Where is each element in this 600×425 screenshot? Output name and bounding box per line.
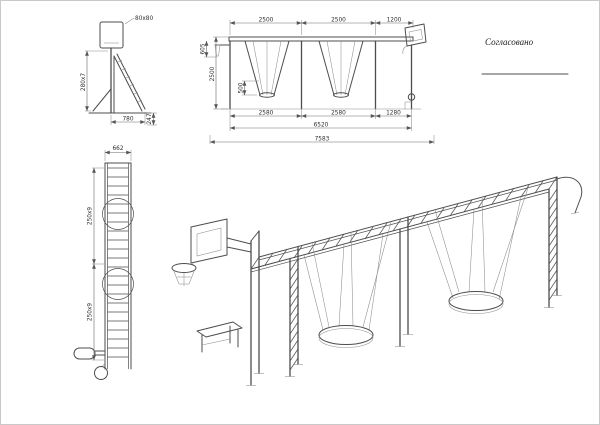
dim-total-length-label: 7583 xyxy=(315,137,330,143)
dim-side-foot-label: 247 xyxy=(147,113,153,124)
iso-hanging-basket-1 xyxy=(303,221,392,348)
dim-side-base-label: 780 xyxy=(122,117,133,123)
dim-top-1-label: 2500 xyxy=(259,18,274,24)
iso-ladder-right xyxy=(548,176,583,308)
iso-bench xyxy=(196,321,243,353)
ladder-basket-rings xyxy=(102,198,134,300)
ladder-front-view: 662 250x9 250x9 xyxy=(73,146,134,380)
side-view: 80x80 280x7 780 247 xyxy=(81,16,157,126)
front-dimensions-top: 2500 2500 1200 xyxy=(229,18,414,35)
dim-top-2-label: 2500 xyxy=(331,18,346,24)
front-hoop-left xyxy=(214,44,230,57)
iso-ground-feet xyxy=(246,295,562,386)
iso-backboard-assembly xyxy=(171,218,260,386)
front-dimensions-bottom: 2580 2580 1280 6520 7583 xyxy=(209,110,435,144)
front-backboard-right xyxy=(402,23,427,109)
dim-side-backboard-label: 80x80 xyxy=(135,16,153,22)
ladder-rails xyxy=(104,162,132,370)
dim-front-height-label: 2500 xyxy=(210,66,216,81)
approval-label: Согласовано xyxy=(485,37,534,47)
front-basket-2 xyxy=(318,40,364,98)
front-posts xyxy=(221,40,421,110)
dim-bottom-2-label: 2580 xyxy=(331,111,346,117)
front-elevation: 2500 2500 1200 2500 605 500 2580 xyxy=(200,18,435,144)
dim-rungs-lower-label: 250x9 xyxy=(88,303,94,321)
dim-side-height-label: 280x7 xyxy=(81,73,87,91)
front-basket-1 xyxy=(244,40,290,98)
ladder-base-assembly xyxy=(73,347,108,380)
dim-top-3-label: 1200 xyxy=(387,18,402,24)
ladder-dimensions: 662 250x9 250x9 xyxy=(88,146,132,361)
dim-rungs-upper-label: 250x9 xyxy=(88,207,94,225)
side-dimensions: 80x80 280x7 780 247 xyxy=(81,16,157,126)
front-beam xyxy=(228,36,414,42)
dim-ladder-width-label: 662 xyxy=(112,146,123,152)
iso-posts-middle xyxy=(399,216,409,347)
dim-inner-span-label: 6520 xyxy=(314,123,329,129)
dim-basket-depth-label: 500 xyxy=(238,82,244,93)
dim-bottom-3-label: 1280 xyxy=(386,111,401,117)
iso-hanging-basket-2 xyxy=(426,184,530,314)
approval-block: Согласовано xyxy=(481,37,569,75)
ladder-rungs xyxy=(107,167,129,358)
iso-ladder-left xyxy=(289,246,299,377)
iso-monkey-bar-rungs xyxy=(250,176,558,270)
front-dimensions-left: 2500 605 500 xyxy=(200,36,259,110)
dim-ring-offset-label: 605 xyxy=(200,43,206,54)
iso-monkey-bar-rails xyxy=(250,176,558,273)
dim-bottom-1-label: 2580 xyxy=(259,111,274,117)
side-frame xyxy=(88,47,152,114)
isometric-view xyxy=(171,176,583,386)
